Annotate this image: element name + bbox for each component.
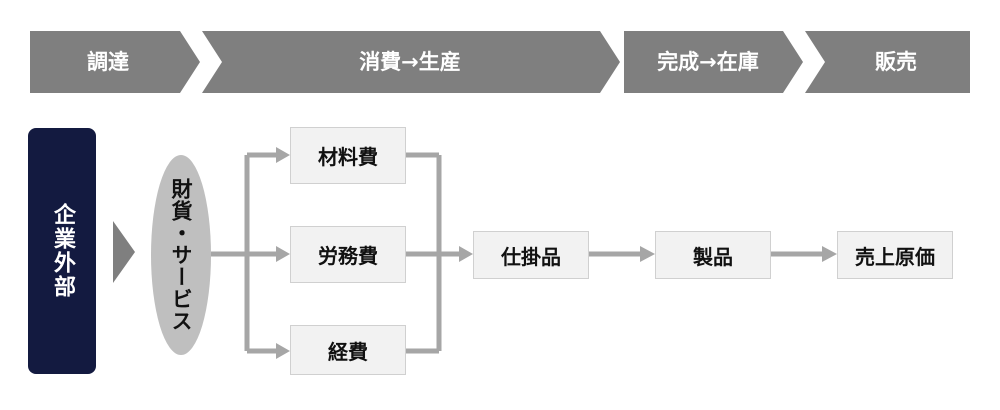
arrowheads [276,147,837,359]
arrowhead-expense [276,343,290,359]
labor-cost-box: 労務費 [290,226,406,283]
stage-consumption-arrow [202,31,620,93]
stage-procurement-label: 調達 [87,50,129,74]
material-cost-box: 材料費 [290,127,406,184]
arrowhead-material [276,147,290,163]
stage-sales-label: 販売 [875,50,917,74]
stage-banner: 調達 消費→生産 完成→在庫 販売 [30,31,970,93]
inflow-triangle [113,221,135,283]
stage-consumption-label: 消費→生産 [359,50,461,74]
stage-completion-label: 完成→在庫 [657,50,759,74]
arrowhead-cogs [822,246,837,262]
goods-services-node: 財貨・サービス [151,155,211,355]
arrowhead-wip [459,246,473,262]
arrowhead-labor [276,246,290,262]
connectors [211,152,824,354]
product-box: 製品 [655,231,771,279]
work-in-process-box: 仕掛品 [473,231,589,279]
cost-of-sales-box: 売上原価 [837,231,953,279]
stage-sales-arrow [805,31,970,93]
arrowhead-product [640,246,655,262]
expense-cost-box: 経費 [290,325,406,375]
stage-completion-arrow [624,31,803,93]
stage-procurement-arrow [30,31,200,93]
outside-company-node: 企業外部 [28,128,96,374]
